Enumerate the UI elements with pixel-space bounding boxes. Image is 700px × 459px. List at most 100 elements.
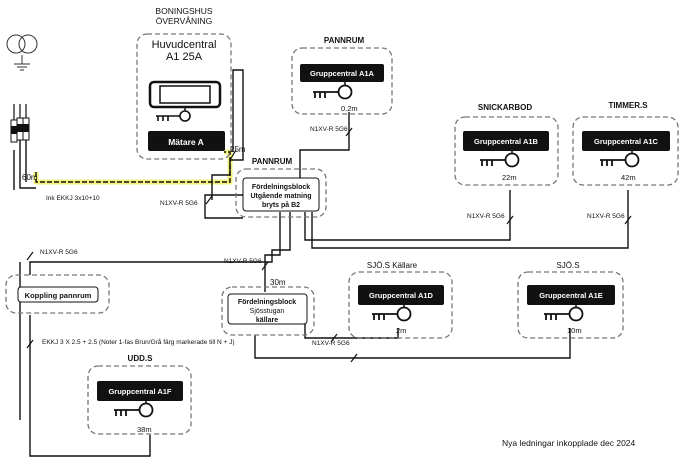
wire-fb1-to-a1c (311, 190, 629, 249)
a1b-label: Gruppcentral A1B (474, 137, 538, 146)
footer-note: Nya ledningar inkopplade dec 2024 (502, 438, 636, 448)
tick (506, 215, 514, 225)
wire-to-a1a-loop (211, 69, 244, 200)
koppling-box (17, 286, 99, 303)
main-fuses (10, 104, 30, 143)
cable-n1xv-bottom: N1XV-R 5G6 (312, 340, 350, 347)
building-label-boningshus: BONINGSHUS (155, 6, 212, 16)
tick (229, 149, 237, 161)
distance-labels: 60m 25m 0.2m 22m 42m 30m 2m 10m 38m (22, 104, 636, 434)
distance-22m: 22m (502, 173, 517, 182)
a1f-frame (87, 365, 192, 435)
distance-38m: 38m (137, 425, 152, 434)
key-icon (504, 152, 520, 168)
cable-n1xv-left: N1XV-R 5G6 (40, 249, 78, 256)
tick (350, 353, 358, 363)
cable-n1xv-a1a: N1XV-R 5G6 (310, 126, 348, 133)
a1c-label: Gruppcentral A1C (594, 137, 658, 146)
cable-ekkj-note: EKKJ 3 X 2.5 + 2.5 (Noter 1-fas Brun/Grå… (42, 338, 235, 346)
koppling-frame (5, 274, 110, 314)
cable-n1xv-a1b: N1XV-R 5G6 (467, 213, 505, 220)
tick (26, 339, 34, 349)
wiring-lines (13, 69, 629, 457)
distance-25m: 25m (230, 145, 246, 154)
distance-60m: 60m (22, 173, 38, 182)
tick (26, 251, 34, 261)
distance-10m: 10m (567, 326, 582, 335)
building-label-timmer: TIMMER.S (608, 101, 648, 110)
distance-42m: 42m (621, 173, 636, 182)
key-icon (179, 110, 191, 122)
distance-02m: 0.2m (341, 104, 358, 113)
wire-a1a-down (299, 112, 350, 180)
fb2-line3: källare (256, 317, 278, 324)
huvudcentral-title: Huvudcentral (152, 39, 217, 51)
building-label-snickarbod: SNICKARBOD (478, 103, 532, 112)
key-icon (138, 402, 154, 418)
cable-ekkj-incoming: Ink EKKJ 3x10+10 (46, 195, 100, 202)
transformer-icon (6, 34, 26, 54)
huvudcentral-frame (136, 33, 232, 160)
a1f-panel (97, 381, 183, 401)
key-icon (624, 152, 640, 168)
tick (330, 333, 338, 343)
fb2-frame (221, 286, 315, 336)
building-label-overvaning: ÖVERVÅNING (156, 16, 213, 26)
wire-fb2-to-a1d (304, 320, 399, 339)
building-label-pannrum-mid: PANNRUM (252, 157, 293, 166)
supply-symbol (6, 34, 38, 71)
a1a-panel (300, 64, 384, 82)
a1d-label: Gruppcentral A1D (369, 291, 433, 300)
key-icon (568, 306, 584, 322)
cable-n1xv-a1c: N1XV-R 5G6 (587, 213, 625, 220)
building-label-pannrum-top: PANNRUM (324, 36, 365, 45)
wire-fb1-to-fb2 (264, 212, 281, 292)
cable-labels: Ink EKKJ 3x10+10 N1XV-R 5G6 N1XV-R 5G6 N… (40, 126, 625, 347)
distance-2m: 2m (396, 326, 406, 335)
a1a-label: Gruppcentral A1A (310, 69, 374, 78)
transformer-icon (18, 34, 38, 54)
cable-n1xv-fb1: N1XV-R 5G6 (160, 200, 198, 207)
fuse-icon (17, 124, 23, 132)
koppling-label: Koppling pannrum (25, 291, 92, 300)
tick (345, 127, 353, 137)
key-icon (337, 84, 353, 100)
matare-panel (148, 131, 225, 151)
a1e-frame (517, 271, 624, 339)
tick (624, 215, 632, 225)
key-icon (396, 306, 412, 322)
fb1-line2: Utgående matning (250, 192, 311, 200)
distance-30m: 30m (270, 278, 286, 287)
cable-ticks (26, 127, 632, 363)
wire-fb1-to-koppling (29, 212, 291, 275)
a1b-panel (463, 131, 549, 151)
meter-inner (159, 85, 211, 104)
fb1-line1: Fördelningsblock (252, 184, 310, 191)
fb2-line1: Fördelningsblock (238, 299, 296, 306)
key-icons (114, 82, 640, 418)
a1b-frame (454, 116, 559, 186)
a1d-panel (358, 285, 444, 305)
fb2-line2: Sjösstugan (250, 308, 285, 315)
fb2-box (227, 293, 308, 325)
wire-fb1-to-a1b (304, 190, 511, 241)
wire-fb2-to-a1e (254, 328, 571, 359)
building-label-udds: UDD.S (128, 354, 154, 363)
wire-fb1-left (204, 194, 243, 219)
meter-icon (148, 80, 222, 122)
fuse-wire-2 (19, 140, 36, 189)
a1e-label: Gruppcentral A1E (539, 291, 603, 300)
a1d-frame (348, 271, 453, 339)
a1a-frame (291, 47, 393, 115)
fb1-frame (235, 168, 327, 218)
fuse-icon (11, 126, 17, 134)
incoming-cable (35, 151, 231, 183)
a1c-frame (572, 116, 679, 186)
incoming-cable-highlight (33, 149, 233, 185)
fuse-icon (23, 124, 29, 132)
tick (205, 195, 213, 205)
huvudcentral-rating: A1 25A (166, 51, 203, 63)
a1c-panel (582, 131, 670, 151)
fb1-box (242, 177, 320, 212)
